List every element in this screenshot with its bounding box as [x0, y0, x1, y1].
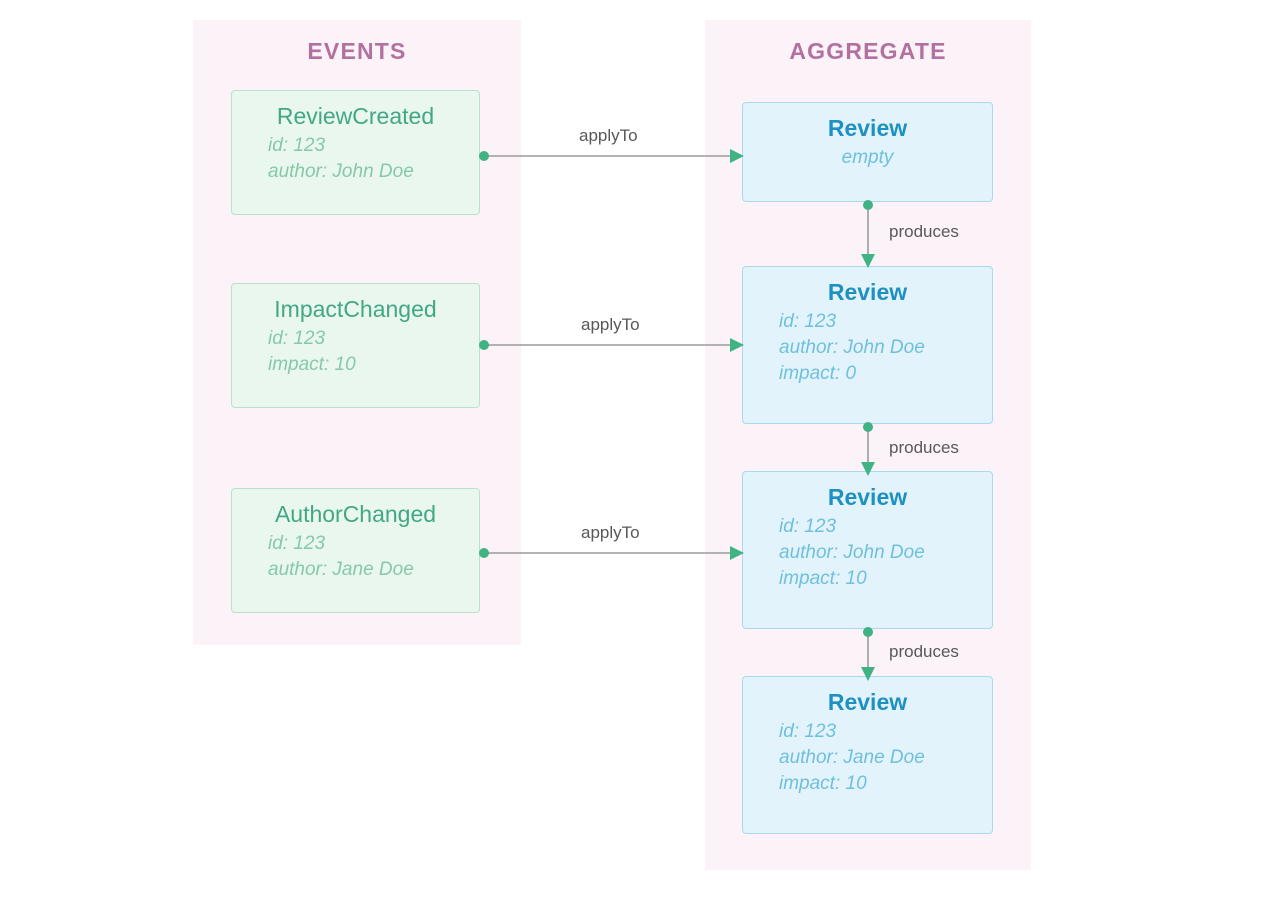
event-line: impact: 10: [268, 354, 356, 375]
aggregate-node-review-v2[interactable]: Review id: 123 author: John Doe impact: …: [742, 471, 993, 629]
event-node-review-created[interactable]: ReviewCreated id: 123 author: John Doe: [231, 90, 480, 215]
aggregate-line: impact: 0: [779, 363, 857, 384]
edge-label-produces-3: produces: [889, 642, 959, 661]
event-line: author: John Doe: [268, 161, 414, 182]
edge-apply-to-3: [478, 541, 746, 565]
event-line: id: 123: [268, 328, 326, 349]
aggregate-title: Review: [827, 484, 908, 510]
aggregate-line: id: 123: [779, 721, 837, 742]
aggregate-line: id: 123: [779, 311, 837, 332]
events-panel-title: EVENTS: [307, 38, 407, 64]
aggregate-line: id: 123: [779, 516, 837, 537]
aggregate-line: author: John Doe: [779, 542, 925, 563]
edge-produces-1: [856, 199, 880, 269]
event-node-author-changed[interactable]: AuthorChanged id: 123 author: Jane Doe: [231, 488, 480, 613]
edge-label-apply-to-1: applyTo: [579, 126, 638, 145]
aggregate-panel-title: AGGREGATE: [789, 38, 947, 64]
aggregate-title: Review: [827, 279, 908, 305]
aggregate-node-review-empty[interactable]: Review empty: [742, 102, 993, 202]
aggregate-line: impact: 10: [779, 773, 867, 794]
aggregate-title: Review: [827, 689, 908, 715]
event-node-impact-changed[interactable]: ImpactChanged id: 123 impact: 10: [231, 283, 480, 408]
aggregate-line: author: Jane Doe: [779, 747, 925, 768]
edge-apply-to-2: [478, 333, 746, 357]
edge-produces-3: [856, 626, 880, 682]
edge-label-apply-to-3: applyTo: [581, 523, 640, 542]
event-title: ImpactChanged: [274, 296, 437, 322]
aggregate-node-review-v3[interactable]: Review id: 123 author: Jane Doe impact: …: [742, 676, 993, 834]
aggregate-title: Review: [827, 115, 908, 141]
aggregate-line: author: John Doe: [779, 337, 925, 358]
event-line: id: 123: [268, 135, 326, 156]
event-line: author: Jane Doe: [268, 559, 414, 580]
aggregate-line: empty: [841, 147, 894, 168]
edge-label-produces-2: produces: [889, 438, 959, 457]
edge-label-produces-1: produces: [889, 222, 959, 241]
event-line: id: 123: [268, 533, 326, 554]
aggregate-line: impact: 10: [779, 568, 867, 589]
aggregate-node-review-v1[interactable]: Review id: 123 author: John Doe impact: …: [742, 266, 993, 424]
event-title: AuthorChanged: [274, 501, 437, 527]
edge-apply-to-1: [478, 144, 746, 168]
edge-produces-2: [856, 421, 880, 477]
event-title: ReviewCreated: [276, 103, 435, 129]
edge-label-apply-to-2: applyTo: [581, 315, 640, 334]
